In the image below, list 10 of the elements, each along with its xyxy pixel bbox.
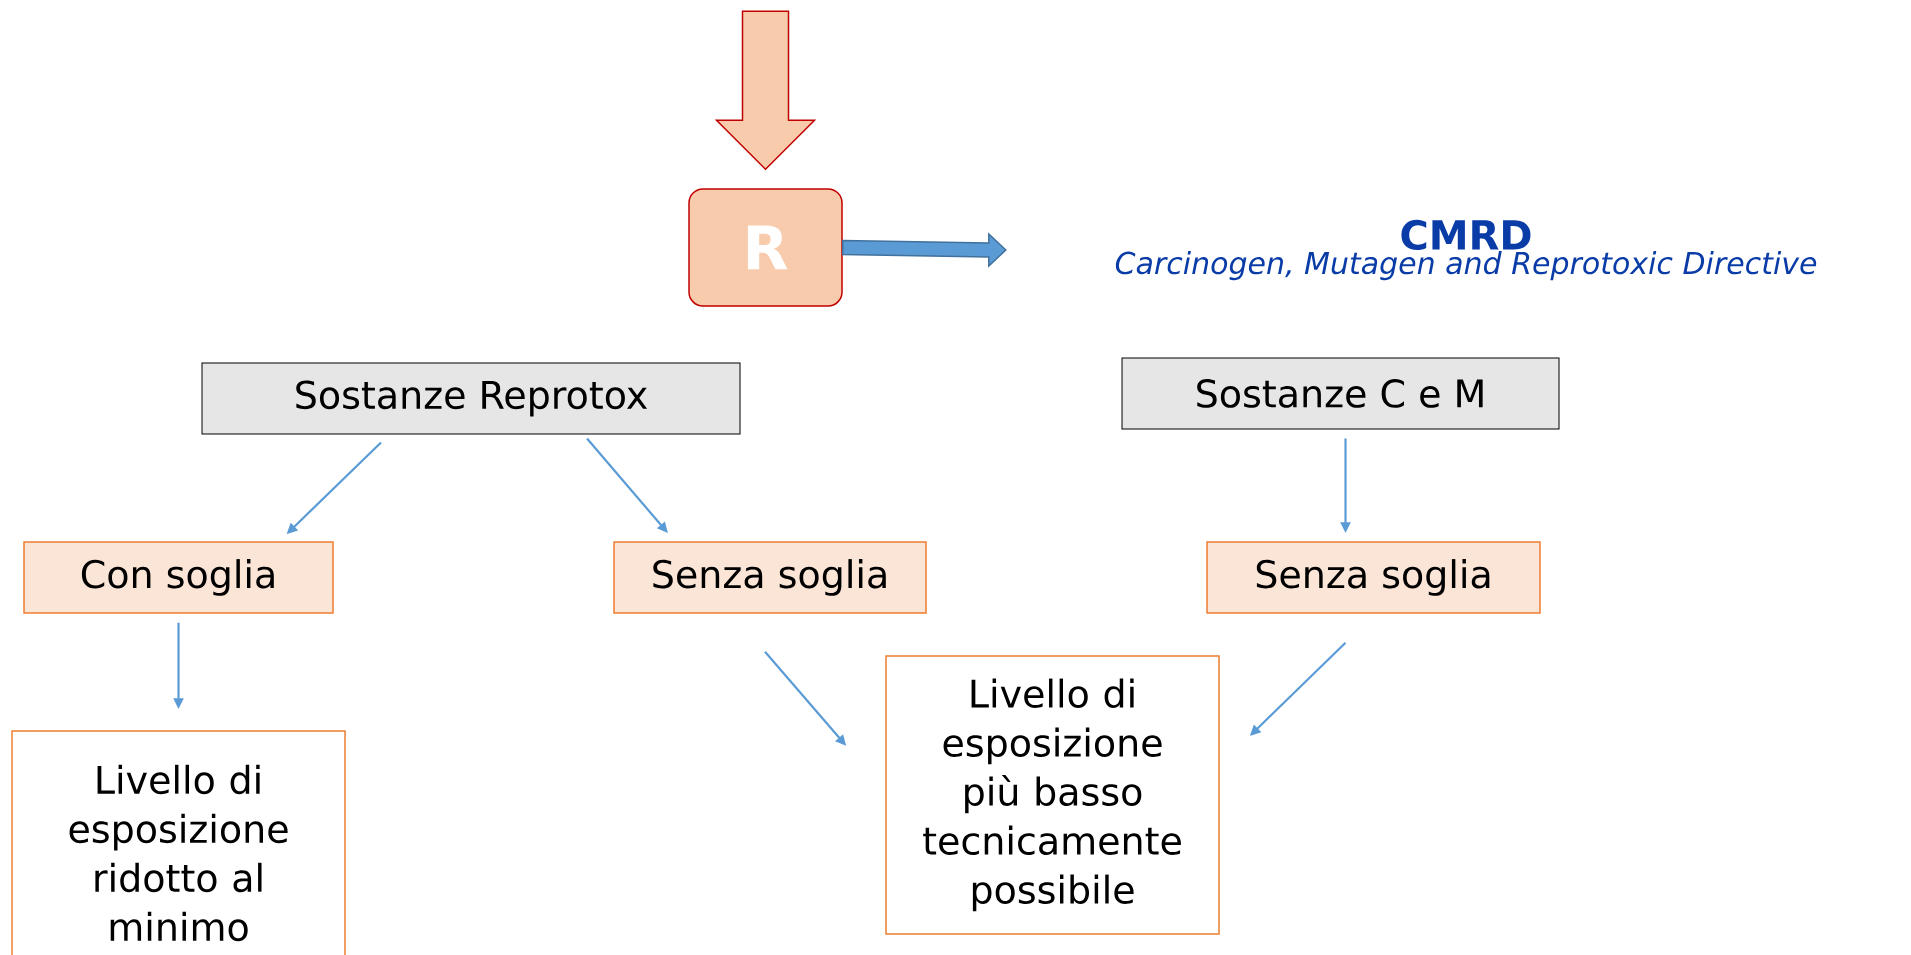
threshold-box: Con soglia bbox=[23, 541, 334, 614]
threshold-box: Senza soglia bbox=[613, 541, 927, 614]
outcome-box: Livello di esposizione ridotto al minimo bbox=[11, 730, 346, 955]
category-box: Sostanze C e M bbox=[1121, 357, 1560, 430]
letter-box: R bbox=[688, 188, 843, 307]
threshold-box: Senza soglia bbox=[1206, 541, 1541, 614]
block-arrow bbox=[842, 232, 1007, 268]
category-box: Sostanze Reprotox bbox=[201, 362, 741, 435]
outcome-box: Livello di esposizione più basso tecnicamente possibile bbox=[885, 655, 1220, 935]
directive-title: CMRD Carcinogen, Mutagen and Reprotoxic Directive bbox=[1115, 219, 1817, 281]
